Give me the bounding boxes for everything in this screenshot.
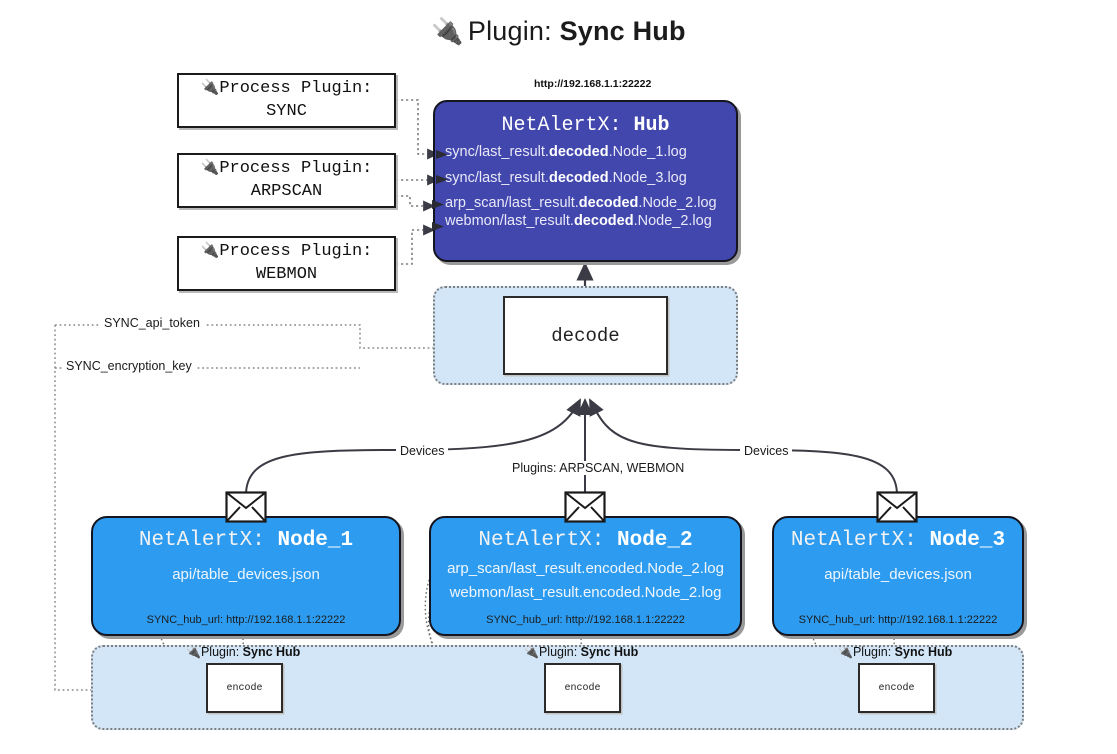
node-log-line: webmon/last_result.encoded.Node_2.log	[449, 584, 722, 601]
electric-plug-icon: 🔌	[524, 645, 539, 659]
sync-api-token-label: SYNC_api_token	[100, 316, 204, 330]
hub-log-line: sync/last_result.decoded.Node_3.log	[445, 169, 687, 186]
electric-plug-icon: 🔌	[200, 79, 220, 97]
node-title: NetAlertX: Node_3	[790, 529, 1006, 552]
process-plugin-heading: 🔌Process Plugin:	[200, 78, 373, 98]
encode-box-node-1[interactable]: encode	[206, 663, 283, 713]
title-name: Sync Hub	[559, 16, 686, 46]
hub-title: NetAlertX: Hub	[501, 114, 670, 137]
node-box-node-2[interactable]: NetAlertX: Node_2 arp_scan/last_result.e…	[429, 516, 742, 636]
node-footer: SYNC_hub_url: http://192.168.1.1:22222	[798, 614, 998, 626]
node-title: NetAlertX: Node_2	[478, 529, 693, 552]
node-log-line: api/table_devices.json	[824, 566, 972, 583]
hub-log-line: sync/last_result.decoded.Node_1.log	[445, 144, 687, 160]
edge-label-devices-right: Devices	[740, 444, 793, 458]
edge-label-plugins: Plugins: ARPSCAN, WEBMON	[508, 461, 689, 475]
title-prefix: Plugin:	[467, 16, 552, 46]
envelope-icon	[876, 491, 918, 528]
envelope-icon	[564, 491, 606, 528]
electric-plug-icon: 🔌	[200, 159, 220, 177]
encoder-caption-node-3: 🔌Plugin: Sync Hub	[838, 645, 953, 659]
electric-plug-icon: 🔌	[431, 16, 464, 46]
process-plugin-name: SYNC	[266, 101, 307, 121]
encode-box-node-3[interactable]: encode	[858, 663, 935, 713]
node-box-node-3[interactable]: NetAlertX: Node_3 api/table_devices.json…	[772, 516, 1024, 636]
electric-plug-icon: 🔌	[838, 645, 853, 659]
page-title: 🔌Plugin: Sync Hub	[0, 16, 1117, 47]
encoder-caption-node-1: 🔌Plugin: Sync Hub	[186, 645, 301, 659]
encoder-caption-node-2: 🔌Plugin: Sync Hub	[524, 645, 639, 659]
process-plugin-name: WEBMON	[255, 264, 318, 284]
decode-box[interactable]: decode	[503, 296, 668, 375]
hub-log-line: webmon/last_result.decoded.Node_2.log	[445, 212, 712, 229]
process-plugin-heading: 🔌Process Plugin:	[200, 158, 373, 178]
hub-box[interactable]: NetAlertX: Hub sync/last_result.decoded.…	[433, 100, 738, 262]
node-log-line: arp_scan/last_result.encoded.Node_2.log	[447, 560, 724, 577]
node-footer: SYNC_hub_url: http://192.168.1.1:22222	[146, 614, 346, 626]
process-plugin-name: ARPSCAN	[250, 181, 323, 201]
electric-plug-icon: 🔌	[186, 645, 201, 659]
process-plugin-box-sync[interactable]: 🔌Process Plugin: SYNC	[177, 73, 396, 128]
node-log-line: api/table_devices.json	[172, 566, 320, 583]
process-plugin-box-arpscan[interactable]: 🔌Process Plugin: ARPSCAN	[177, 153, 396, 208]
process-plugin-box-webmon[interactable]: 🔌Process Plugin: WEBMON	[177, 236, 396, 291]
hub-url-label: http://192.168.1.1:22222	[534, 78, 652, 90]
envelope-icon	[225, 491, 267, 528]
edge-label-devices-left: Devices	[396, 444, 449, 458]
sync-encryption-key-label: SYNC_encryption_key	[62, 359, 196, 373]
process-plugin-heading: 🔌Process Plugin:	[200, 241, 373, 261]
node-footer: SYNC_hub_url: http://192.168.1.1:22222	[486, 614, 685, 626]
hub-log-list: sync/last_result.decoded.Node_1.log sync…	[435, 145, 736, 228]
encode-box-node-2[interactable]: encode	[544, 663, 621, 713]
hub-log-line: arp_scan/last_result.decoded.Node_2.log	[445, 195, 717, 211]
electric-plug-icon: 🔌	[200, 242, 220, 260]
node-title: NetAlertX: Node_1	[138, 529, 354, 552]
node-box-node-1[interactable]: NetAlertX: Node_1 api/table_devices.json…	[91, 516, 401, 636]
